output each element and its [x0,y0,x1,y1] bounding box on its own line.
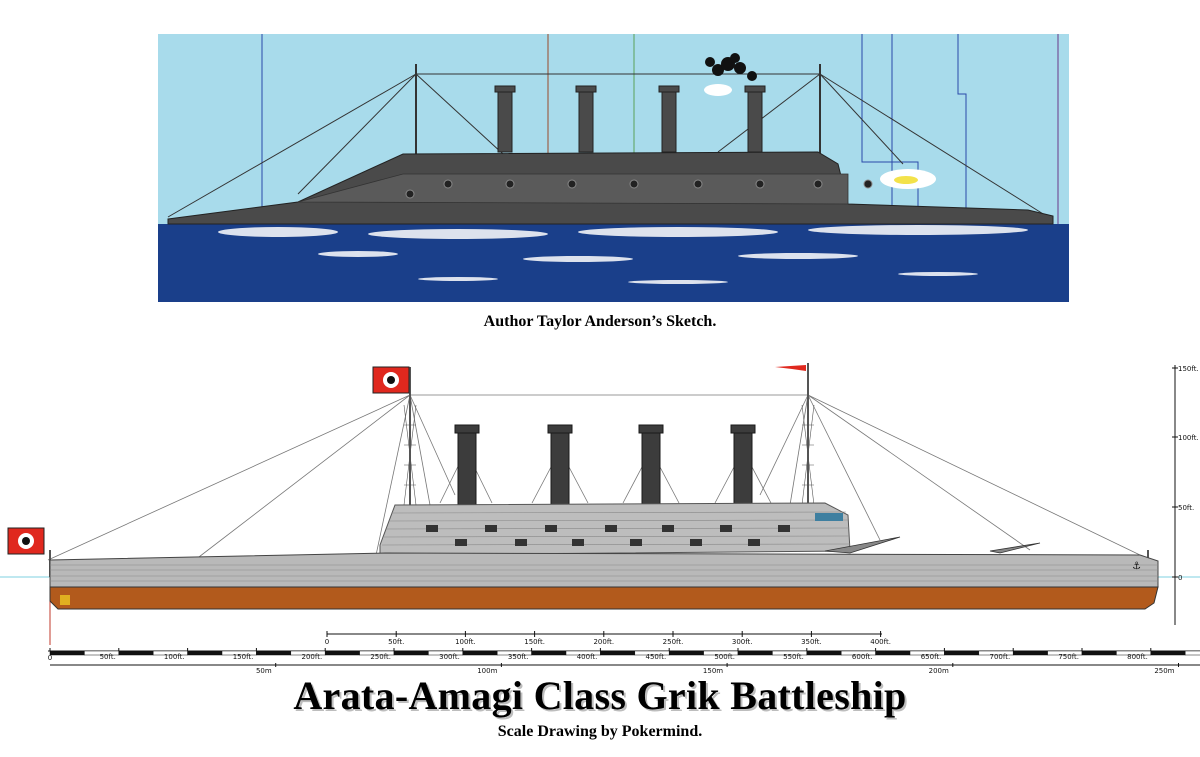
feet-scale-segment [600,650,636,656]
sketch-cloud [704,84,936,189]
sketch-gunports [405,179,873,199]
feet-scale-segment [393,650,429,656]
feet-scale-segment [49,650,85,656]
feet-tick-label: 550ft. [783,653,804,661]
feet-scale-segment [118,650,154,656]
feet-scale-segment [1150,650,1186,656]
height-tick-label: 150ft. [1178,365,1199,373]
scale-drawing: ⚓ 150ft. 100ft. 50ft. 0 0 50ft. 100ft. 150ft. 2… [0,363,1200,675]
feet-tick-label: 300ft. [439,653,460,661]
metre-tick-label: 100m [477,667,497,675]
feet-tick-label: 350ft. [508,653,529,661]
feet-scale-segment [944,650,980,656]
feet-tick-label: 600ft. [852,653,873,661]
feet-tick-label: 100ft. [164,653,185,661]
feet-scale-segment [531,650,567,656]
upper-tick-label: 0 [325,638,329,646]
upper-tick-label: 150ft. [524,638,545,646]
feet-tick-label: 750ft. [1058,653,1079,661]
feet-scale-segment [324,650,360,656]
feet-scale-segment [256,650,292,656]
upper-scale-ticks: 0 50ft. 100ft. 150ft. 200ft. 250ft. 300ft. 350f… [325,631,891,646]
author-sketch [158,34,1069,302]
sketch-wake [218,225,1028,284]
feet-tick-label: 200ft. [302,653,323,661]
feet-tick-label: 250ft. [370,653,391,661]
feet-tick-label: 50ft. [100,653,116,661]
flag-stern [7,527,45,555]
feet-scale-segment [1081,650,1117,656]
metre-tick-label: 50m [256,667,272,675]
feet-tick-label: 800ft. [1127,653,1148,661]
hull-bottom [49,586,1159,610]
height-tick-label: 0 [1178,574,1182,582]
bridge-windows [815,513,843,521]
drawing-title: Arata-Amagi Class Grik Battleship [293,673,907,718]
feet-scale-segment [462,650,498,656]
drawing-subtitle: Scale Drawing by Pokermind. [497,723,703,740]
upper-tick-label: 200ft. [593,638,614,646]
feet-tick-label: 700ft. [990,653,1011,661]
feet-scale-segment [806,650,842,656]
upper-tick-label: 400ft. [870,638,891,646]
flag-mainmast [372,366,410,394]
anchor-icon: ⚓ [1132,561,1141,572]
sketch-grid-lines [261,34,1059,224]
upper-tick-label: 250ft. [663,638,684,646]
upper-tick-label: 300ft. [732,638,753,646]
feet-scale-segment [1012,650,1048,656]
gun-casemates [426,525,790,546]
feet-scale-ticks: 0 50ft. 100ft. 150ft. 200ft. 250ft. 300ft. 350f… [48,648,1200,662]
height-scale-labels: 150ft. 100ft. 50ft. 0 [1172,365,1199,582]
feet-tick-label: 450ft. [646,653,667,661]
height-tick-label: 100ft. [1178,434,1199,442]
sketch-smoke [705,53,757,81]
pennant-foremast [775,365,806,371]
sketch-sea [158,224,1069,302]
metre-scale-ticks: 50m 100m 150m 200m 250m [50,663,1200,675]
rigging [47,394,1141,561]
feet-scale-segment [187,650,223,656]
feet-scale-segment [668,650,704,656]
metre-tick-label: 200m [929,667,949,675]
feet-scale-segment [737,650,773,656]
feet-tick-label: 650ft. [921,653,942,661]
height-tick-label: 50ft. [1178,504,1194,512]
metre-tick-label: 250m [1154,667,1174,675]
hull-strakes [50,564,1158,582]
rudder [60,595,70,605]
upper-tick-label: 50ft. [388,638,404,646]
feet-scale-segment [875,650,911,656]
feet-tick-label: 0 [48,654,52,662]
feet-tick-label: 500ft. [714,653,735,661]
upper-tick-label: 350ft. [801,638,822,646]
sketch-rigging [167,64,1049,218]
feet-tick-label: 150ft. [233,653,254,661]
upper-tick-label: 100ft. [455,638,476,646]
funnels [454,424,756,506]
feet-scale-segment [1184,650,1200,656]
sketch-casemate [297,173,849,205]
sketch-caption: Author Taylor Anderson’s Sketch. [483,313,717,330]
feet-tick-label: 400ft. [577,653,598,661]
bow-shield [989,542,1041,554]
fore-shield [824,536,901,554]
metre-tick-label: 150m [703,667,723,675]
